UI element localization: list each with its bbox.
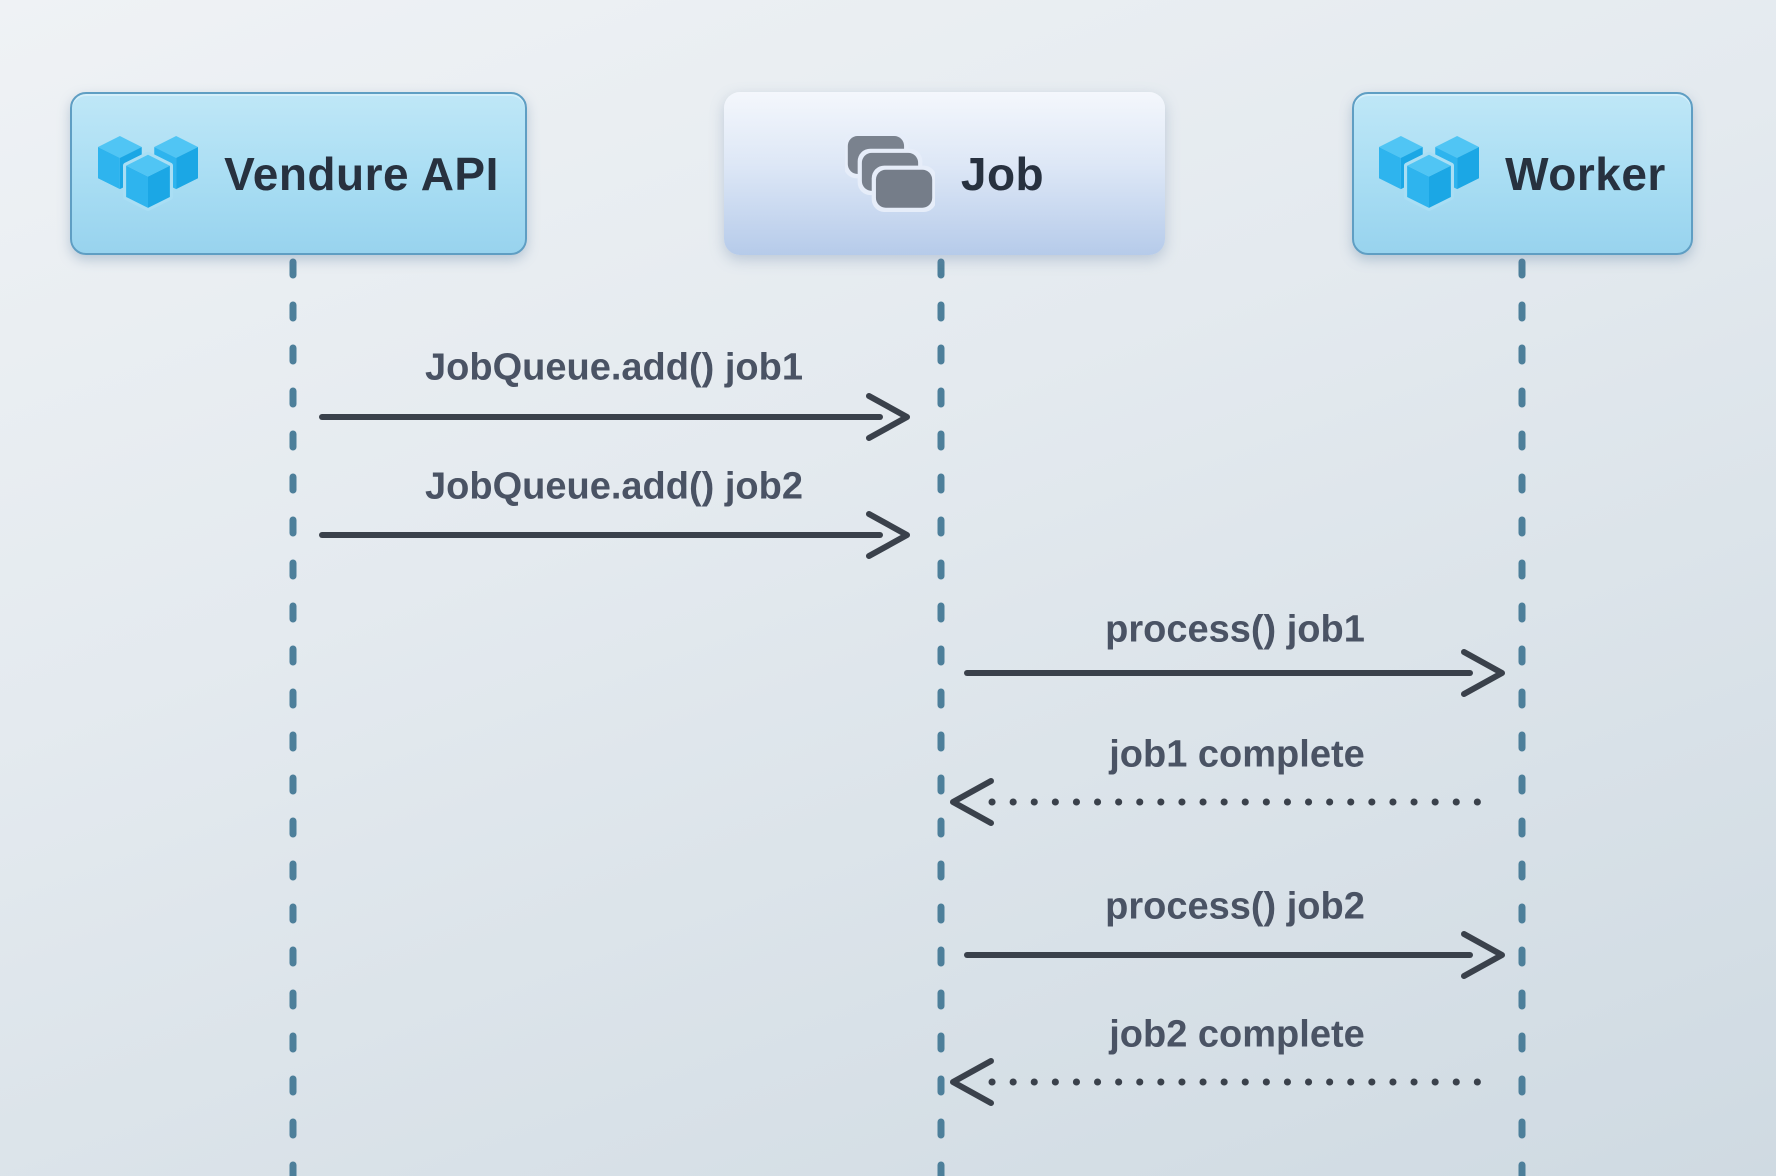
arrow-process-job1 [964, 649, 1505, 697]
actor-box-worker: Worker [1352, 92, 1693, 255]
message-label-job2-complete: job2 complete [1109, 1013, 1365, 1056]
arrow-jobqueue-add-job1 [319, 393, 910, 441]
arrow-job1-complete [950, 778, 1492, 826]
arrow-job2-complete [950, 1058, 1492, 1106]
message-label-jobqueue-add-job1: JobQueue.add() job1 [425, 346, 803, 389]
message-label-jobqueue-add-job2: JobQueue.add() job2 [425, 465, 803, 508]
arrow-jobqueue-add-job2 [319, 511, 910, 559]
actor-label-job: Job [960, 147, 1045, 200]
vendure-logo-icon [98, 136, 199, 211]
stacked-cards-icon [844, 132, 935, 212]
message-label-process-job1: process() job1 [1105, 608, 1365, 651]
arrow-process-job2 [964, 931, 1505, 979]
actor-box-job: Job [724, 92, 1165, 255]
actor-label-worker: Worker [1505, 147, 1666, 200]
actor-label-vendure-api: Vendure API [224, 147, 499, 200]
actor-box-vendure-api: Vendure API [70, 92, 527, 255]
message-label-job1-complete: job1 complete [1109, 733, 1365, 776]
vendure-logo-icon [1379, 136, 1480, 211]
message-label-process-job2: process() job2 [1105, 885, 1365, 928]
